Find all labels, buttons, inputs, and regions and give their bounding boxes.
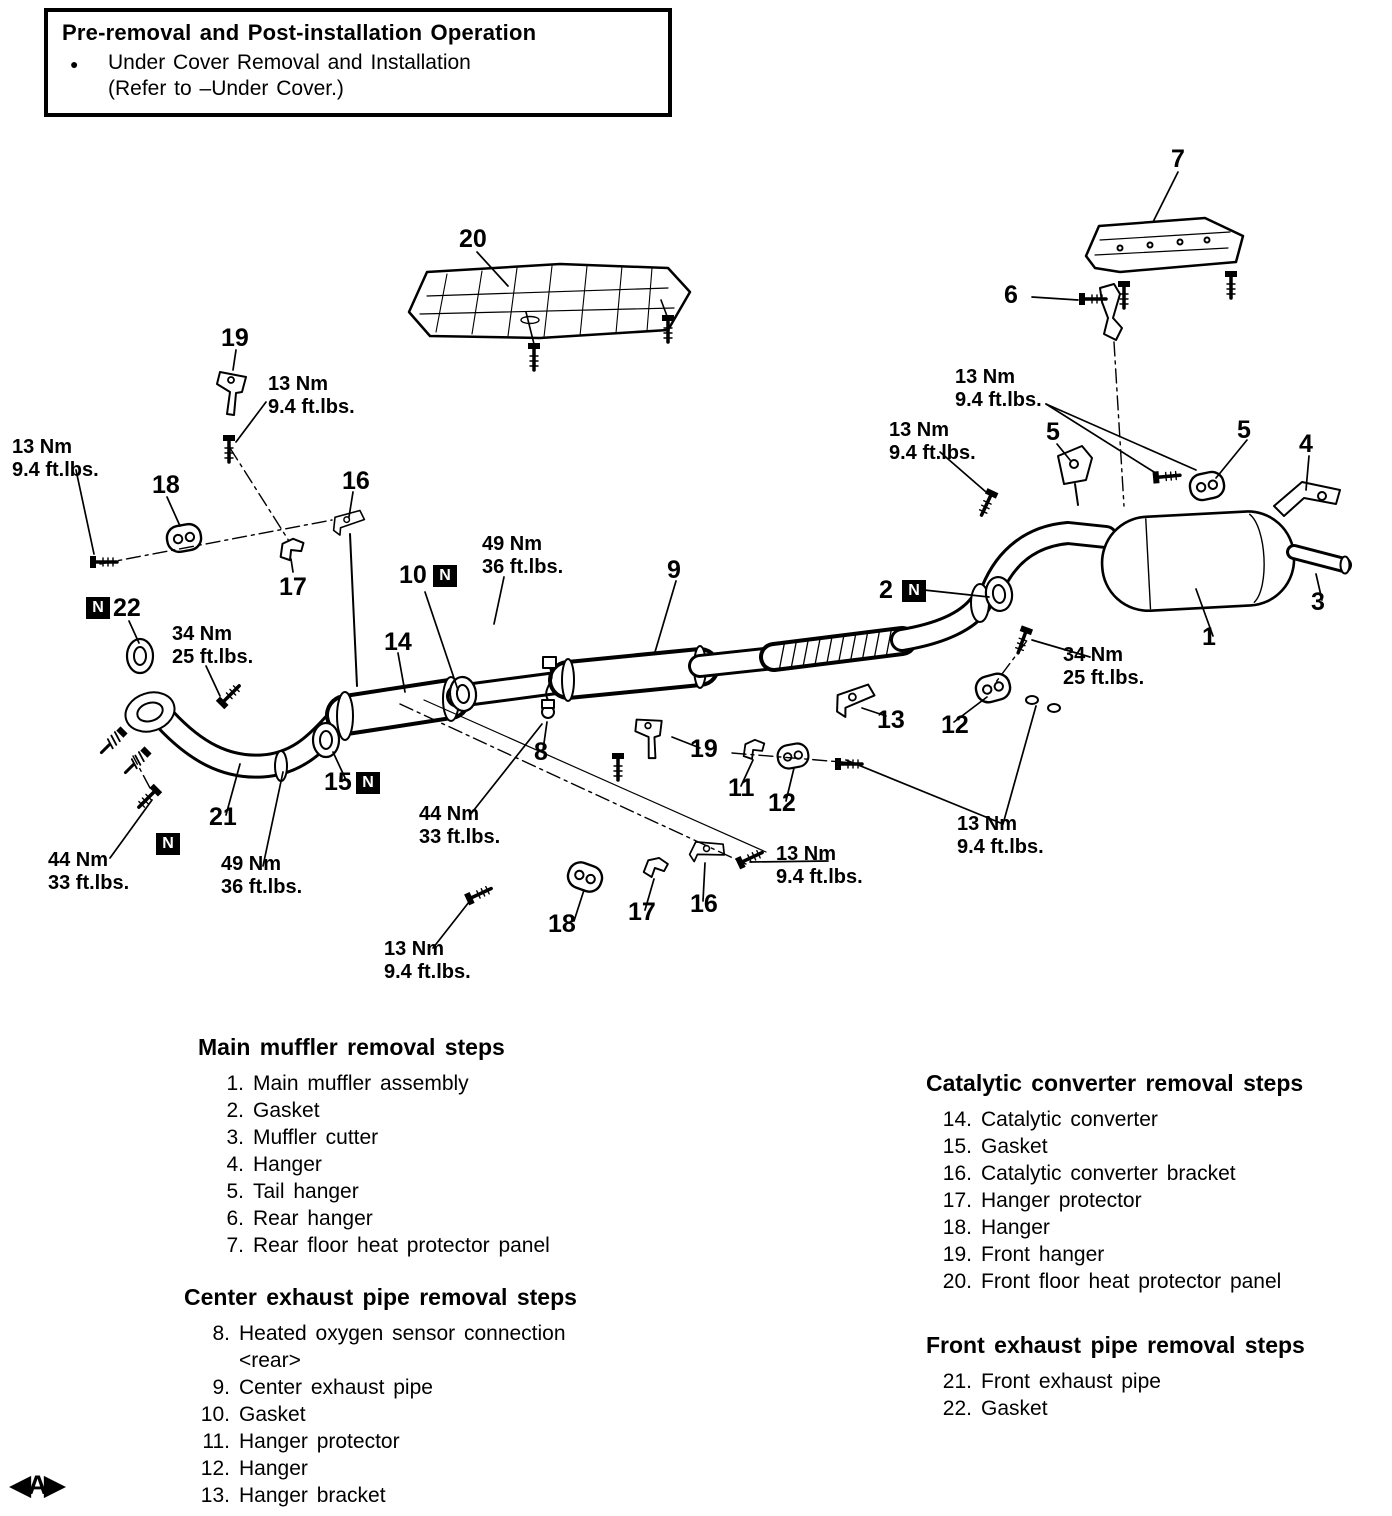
rear-hanger-6 — [1099, 283, 1123, 341]
note-refer-text: (Refer to –Under Cover.) — [108, 77, 344, 100]
bullet-icon: ● — [70, 56, 79, 72]
flex-section-hatch — [778, 628, 893, 670]
main-muffler — [1100, 510, 1296, 613]
parts-list-item: 18.Hanger — [942, 1216, 1050, 1239]
parts-list-item: 12.Hanger — [200, 1457, 308, 1480]
gasket-15 — [311, 721, 341, 759]
parts-list-item: 10.Gasket — [200, 1403, 306, 1426]
parts-list-item: 16.Catalytic converter bracket — [942, 1162, 1236, 1185]
list-front-exhaust-pipe: Front exhaust pipe removal steps 21.Fron… — [926, 1332, 1305, 1422]
note-bullet-text: Under Cover Removal and Installation — [108, 51, 471, 74]
hanger-12 — [972, 669, 1014, 707]
front-exhaust-pipe — [153, 707, 347, 782]
front-heat-shield — [407, 262, 692, 340]
hanger-protector-17 — [278, 536, 306, 562]
parts-list-item: 11.Hanger protector — [202, 1430, 400, 1453]
parts-list-item: 8.Heated oxygen sensor connection<rear> — [212, 1322, 566, 1372]
page-nav-marker: ◀A▶ — [10, 1470, 65, 1500]
section-title: Catalytic converter removal steps — [926, 1070, 1304, 1096]
hanger-18 — [163, 521, 205, 555]
parts-list-item: 21.Front exhaust pipe — [942, 1370, 1161, 1393]
parts-list-item: 1.Main muffler assembly — [226, 1072, 469, 1095]
rear-heat-shield — [1084, 216, 1245, 274]
hanger-protector-11 — [741, 738, 767, 761]
parts-list-item: 15.Gasket — [942, 1135, 1048, 1158]
parts-list-item: 14.Catalytic converter — [942, 1108, 1158, 1131]
axis-lines — [99, 341, 1125, 865]
parts-list-item: 20.Front floor heat protector panel — [942, 1270, 1282, 1293]
front-pipe-flange — [124, 691, 176, 733]
catalytic-converter — [325, 676, 471, 741]
parts-list-item: 2.Gasket — [226, 1099, 320, 1122]
hanger-18b — [563, 857, 607, 897]
section-title: Front exhaust pipe removal steps — [926, 1332, 1305, 1358]
parts-list-item: 3.Muffler cutter — [226, 1126, 379, 1149]
hanger-4 — [1273, 481, 1341, 517]
spring-bolt — [96, 724, 130, 758]
hanger-12b — [774, 740, 812, 772]
parts-list-item: 22.Gasket — [942, 1397, 1048, 1420]
muffler-inlet-pipe — [980, 521, 1118, 602]
leader-lines — [75, 171, 1323, 949]
parts-list-item: 19.Front hanger — [942, 1243, 1105, 1266]
parts-list-item: 13.Hanger bracket — [200, 1484, 386, 1507]
section-title: Main muffler removal steps — [198, 1034, 505, 1060]
list-catalytic-converter: Catalytic converter removal steps 14.Cat… — [926, 1070, 1303, 1295]
parts-list-item: 9.Center exhaust pipe — [212, 1376, 433, 1399]
center-exhaust-pipe — [446, 592, 992, 708]
oxygen-sensor-8 — [541, 656, 557, 719]
parts-list-item: 6.Rear hanger — [226, 1207, 373, 1230]
front-hanger-19b — [632, 715, 668, 762]
hanger-protector-17b — [642, 855, 670, 881]
section-title: Center exhaust pipe removal steps — [184, 1284, 577, 1310]
parts-list-item: 7.Rear floor heat protector panel — [226, 1234, 550, 1257]
parts-list-item: 4.Hanger — [226, 1153, 322, 1176]
list-center-exhaust-pipe: Center exhaust pipe removal steps 8.Heat… — [184, 1284, 577, 1509]
hanger-bracket-13 — [831, 682, 879, 720]
parts-list-item: 5.Tail hanger — [226, 1180, 359, 1203]
note-title: Pre-removal and Post-installation Operat… — [62, 20, 537, 45]
tail-pipe — [1286, 544, 1352, 575]
pre-removal-note-box: Pre-removal and Post-installation Operat… — [44, 8, 672, 117]
gasket-22 — [125, 637, 155, 675]
tail-hanger-5b — [1186, 468, 1228, 504]
list-main-muffler: Main muffler removal steps 1.Main muffle… — [198, 1034, 550, 1259]
parts-list-item: 17.Hanger protector — [942, 1189, 1142, 1212]
spring-bolt — [120, 744, 154, 778]
front-hanger-19 — [216, 371, 247, 416]
